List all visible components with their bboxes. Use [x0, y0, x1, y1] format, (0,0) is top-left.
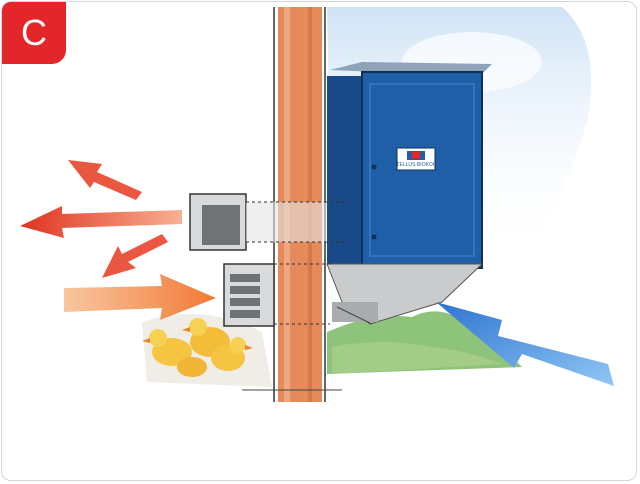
upper-exhaust-duct [190, 194, 347, 250]
supply-arrow [64, 274, 216, 320]
blue-heat-exchanger-unit: TELLUS·BIOKOL [327, 62, 492, 324]
figure-label-badge: C [2, 2, 66, 64]
unit-logo-text: TELLUS·BIOKOL [396, 162, 435, 168]
exhaust-arrows [20, 160, 182, 278]
